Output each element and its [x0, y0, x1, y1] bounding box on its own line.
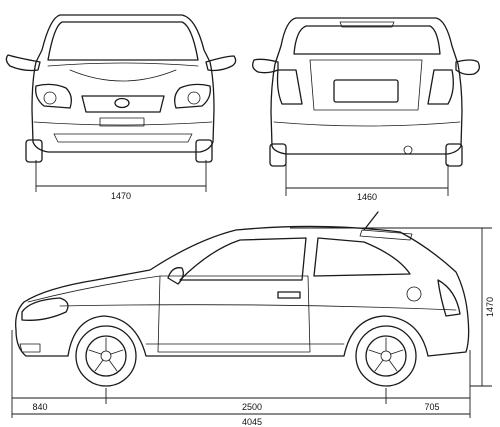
front-hood-crease — [69, 69, 177, 82]
front-bumper-line — [33, 121, 213, 126]
side-roof-spoiler — [359, 229, 413, 241]
rear-left-tyre — [269, 143, 287, 167]
rear-right-mirror — [455, 59, 480, 76]
side-door-outline — [157, 275, 311, 353]
rear-left-mirror — [252, 58, 279, 74]
front-overhang-label: 840 — [32, 402, 47, 412]
side-hood-line — [27, 275, 161, 303]
rear-wheel-tyre — [355, 325, 417, 387]
rear-bumper-line — [273, 121, 461, 127]
side-taillight — [437, 279, 461, 317]
rear-left-taillight — [276, 69, 303, 105]
front-hood-line — [47, 62, 199, 67]
side-rear-wheel — [355, 325, 417, 387]
side-view: 1470 840 2500 705 4045 — [11, 211, 495, 427]
rear-wheel-hub — [380, 350, 392, 362]
front-wheel-spokes — [88, 337, 124, 372]
height-label: 1470 — [485, 297, 495, 317]
rear-wheel-spokes — [368, 337, 404, 372]
front-license-plate — [99, 117, 145, 127]
overall-length-label: 4045 — [242, 417, 262, 427]
rear-overhang-label: 705 — [424, 402, 439, 412]
front-body-outline — [31, 14, 215, 153]
rear-view: 1460 — [252, 17, 480, 202]
rear-tailgate — [309, 59, 423, 111]
brand-logo-icon — [114, 97, 130, 109]
side-antenna — [363, 211, 379, 231]
front-wheel-tyre — [75, 325, 137, 387]
front-track-width-label: 1470 — [111, 191, 131, 201]
front-right-headlight — [174, 83, 211, 109]
front-left-tyre — [25, 139, 43, 163]
rear-license-plate — [333, 79, 399, 103]
front-right-mirror — [205, 55, 237, 72]
rear-window — [293, 25, 441, 55]
rear-right-taillight — [427, 69, 454, 105]
rear-spoiler — [339, 21, 395, 28]
rear-right-tyre — [445, 143, 463, 167]
side-beltline — [59, 304, 457, 311]
side-fuel-cap — [406, 286, 422, 302]
wheelbase-label: 2500 — [242, 402, 262, 412]
side-door-handle — [277, 291, 301, 299]
side-body-outline — [15, 225, 470, 357]
front-right-tyre — [195, 139, 213, 163]
front-view: 1470 — [5, 14, 237, 201]
front-left-mirror — [5, 54, 41, 72]
side-front-wheel — [75, 325, 137, 387]
rear-tow-hook — [403, 145, 413, 155]
front-lower-intake — [53, 133, 193, 143]
front-grille — [81, 95, 165, 113]
rear-track-width-label: 1460 — [357, 192, 377, 202]
front-wheel-rim — [85, 335, 127, 377]
side-rear-window — [313, 237, 411, 277]
side-front-bumper-light — [19, 343, 41, 353]
side-front-window — [179, 237, 307, 281]
rear-wheel-rim — [365, 335, 407, 377]
front-windshield — [47, 21, 199, 61]
rear-body-outline — [270, 17, 463, 155]
side-headlight — [21, 297, 69, 321]
front-left-headlight — [35, 83, 72, 109]
front-wheel-hub — [100, 350, 112, 362]
front-left-headlight-lamp — [43, 91, 57, 105]
front-right-headlight-lamp — [187, 91, 201, 105]
side-mirror — [167, 267, 184, 285]
